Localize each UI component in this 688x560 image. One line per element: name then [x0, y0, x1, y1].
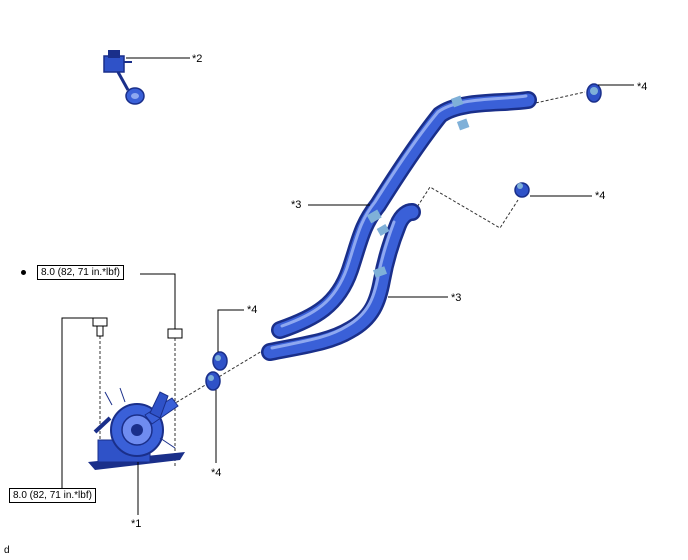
callout-4-upper-left: *4 [247, 304, 258, 316]
hose-clip-top-right [586, 83, 602, 103]
callout-4-mid-right: *4 [595, 190, 606, 202]
bolt-right [167, 328, 183, 339]
callout-4-top-right: *4 [637, 81, 648, 93]
leader-lines [61, 57, 634, 515]
callout-3-upper: *3 [291, 199, 302, 211]
figure-code: d [4, 545, 10, 556]
callout-2: *2 [192, 53, 203, 65]
hose-clip-upper-left [212, 351, 228, 371]
water-hose-2 [261, 203, 421, 361]
bolt-left [92, 317, 108, 337]
electric-water-pump [88, 387, 185, 470]
torque-bullet [21, 270, 26, 275]
torque-spec-top: 8.0 (82, 71 in.*lbf) [37, 265, 124, 280]
torque-spec-bottom: 8.0 (82, 71 in.*lbf) [9, 488, 96, 503]
callout-4-lower-left: *4 [211, 467, 222, 479]
connector-assembly [103, 50, 145, 105]
water-hose-1 [271, 91, 537, 339]
callout-1: *1 [131, 518, 142, 530]
callout-3-lower: *3 [451, 292, 462, 304]
hose-clip-mid-right [514, 182, 530, 198]
hose-clip-lower-left [205, 371, 221, 391]
